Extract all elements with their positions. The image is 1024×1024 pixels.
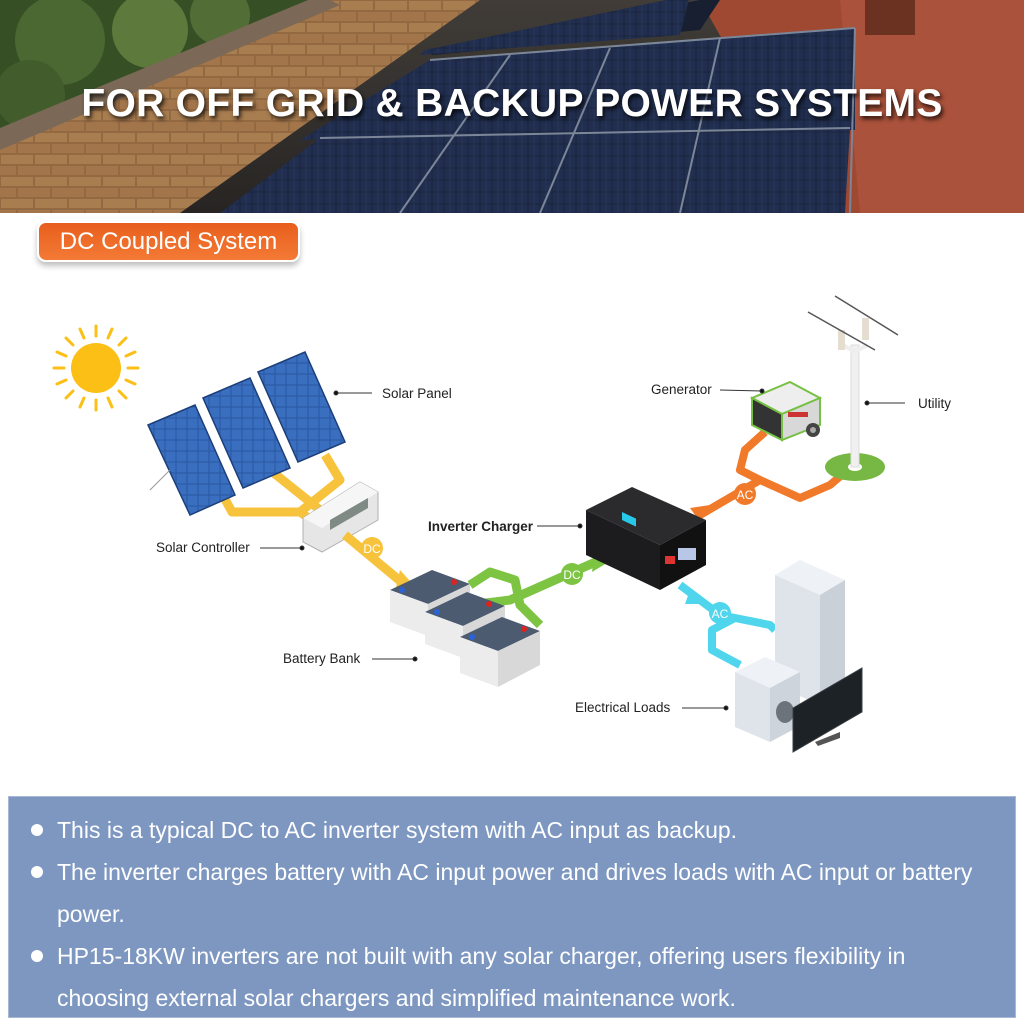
ac-flow-generator-to-inverter xyxy=(690,483,756,522)
hero-banner: FOR OFF GRID & BACKUP POWER SYSTEMS xyxy=(0,0,1024,213)
washing-machine-icon xyxy=(735,657,800,742)
ac-tag-in: AC xyxy=(737,488,754,502)
dc-coupled-system-diagram: DC DC xyxy=(0,280,1024,780)
solar-controller-label: Solar Controller xyxy=(156,540,250,555)
generator-icon xyxy=(749,380,823,442)
refrigerator-icon xyxy=(775,560,845,705)
battery-icon xyxy=(390,570,540,687)
battery-bank-label: Battery Bank xyxy=(283,651,361,666)
inverter-icon xyxy=(586,487,706,590)
dc-tag-2: DC xyxy=(563,568,581,582)
solar-panel-label: Solar Panel xyxy=(382,386,452,401)
dc-tag-1: DC xyxy=(363,542,381,556)
dc-coupled-system-badge: DC Coupled System xyxy=(37,221,300,262)
hero-title: FOR OFF GRID & BACKUP POWER SYSTEMS xyxy=(81,82,943,125)
utility-label: Utility xyxy=(918,396,951,411)
ac-flow-inverter-to-loads xyxy=(685,590,731,624)
info-box: This is a typical DC to AC inverter syst… xyxy=(8,796,1016,1018)
ac-tag-out: AC xyxy=(712,607,729,621)
info-bullet-list: This is a typical DC to AC inverter syst… xyxy=(31,809,999,1019)
info-bullet: This is a typical DC to AC inverter syst… xyxy=(31,809,999,851)
electrical-loads-label: Electrical Loads xyxy=(575,700,671,715)
info-bullet: The inverter charges battery with AC inp… xyxy=(31,851,999,935)
sun-icon xyxy=(52,324,140,412)
bullet-dot-icon xyxy=(31,866,43,878)
bullet-dot-icon xyxy=(31,824,43,836)
info-bullet: HP15-18KW inverters are not built with a… xyxy=(31,935,999,1019)
solar-panel-icon xyxy=(146,351,346,516)
inverter-charger-label: Inverter Charger xyxy=(428,519,534,534)
solar-controller-icon xyxy=(302,481,379,553)
rooftop-solar-photo xyxy=(0,0,1024,213)
tv-icon xyxy=(792,667,863,753)
utility-pole-icon xyxy=(807,295,899,481)
bullet-dot-icon xyxy=(31,950,43,962)
generator-label: Generator xyxy=(651,382,712,397)
